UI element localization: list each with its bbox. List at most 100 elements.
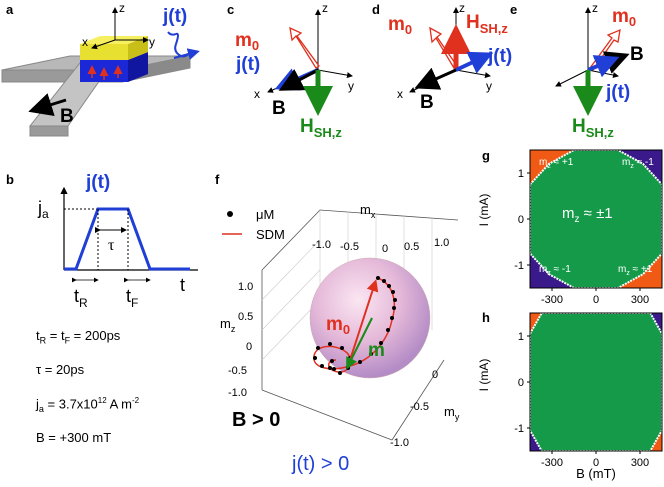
current-arrow [173, 48, 200, 60]
field-condition: B > 0 [232, 409, 280, 431]
axis-y-label: y [486, 79, 492, 93]
x-tick-label: 0 [593, 294, 599, 306]
field-label: B [272, 98, 286, 119]
axis-y [587, 69, 619, 78]
param-field: B = +300 mT [36, 430, 112, 445]
current-label: j(t) [605, 82, 630, 103]
sdm-trajectory [313, 277, 396, 373]
axis-z-label: z [322, 1, 328, 15]
axis-x-label: x [254, 87, 260, 101]
param-ja: ja = 3.7x1012 A m-2 [36, 396, 140, 414]
x-tick-label: 0 [593, 457, 599, 469]
x-tick-label: -300 [541, 457, 563, 469]
current-condition: j(t) > 0 [291, 453, 349, 475]
axis-x [555, 69, 589, 87]
m0-label: m0 [235, 30, 259, 53]
legend-dot-marker [227, 211, 233, 217]
mx-ticks: -1.0 -0.5 0 0.5 1.0 [312, 237, 449, 255]
g-label-center: mz ≈ ±1 [562, 205, 613, 225]
mx-tick: -0.5 [340, 241, 359, 253]
param-tau: τ = 20ps [36, 362, 85, 377]
tF-label: tF [126, 286, 138, 310]
panel-c: c z x y m0 j(t) B HSH,z [227, 1, 354, 140]
y-tick-label: -1 [514, 423, 524, 435]
tau-label: τ [108, 237, 115, 254]
panel-label-d: d [372, 2, 380, 17]
my-tick: -1.0 [390, 437, 409, 449]
stack-blue-side [128, 52, 148, 82]
hsh-label: HSH,z [300, 116, 342, 140]
current-arrow [455, 51, 494, 74]
axis-y [317, 69, 353, 79]
box-frame [261, 389, 393, 441]
time-axis-label: t [180, 275, 185, 295]
pulse-waveform [64, 207, 190, 271]
current-arrow [587, 55, 620, 78]
g-label-bottom-right: mz ≈ +1 [618, 264, 653, 277]
current-label: j(t) [487, 46, 512, 67]
phase-diagram-h: 1 0 -1 -300 0 300 [514, 312, 663, 469]
y-tick-label: -1 [514, 260, 524, 272]
axis-z-label: z [592, 1, 598, 15]
field-arrow [28, 93, 67, 117]
region-center [529, 312, 663, 452]
panel-e: e z m0 B j(t) HSH,z [510, 1, 644, 140]
field-arrow [278, 68, 319, 91]
g-label-top-left: mz ≈ +1 [539, 157, 574, 170]
h-xlabel: B (mT) [576, 466, 616, 481]
my-ticks: 0 -0.5 -1.0 [390, 369, 438, 449]
my-axis-label: my [444, 404, 460, 422]
x-tick-label: 300 [631, 294, 649, 306]
axis-x-label: x [397, 87, 403, 101]
pulse-current-label: j(t) [85, 172, 110, 193]
g-ylabel: I (mA) [477, 194, 491, 227]
mumag-points [313, 276, 397, 375]
y-tick-label: 1 [518, 168, 524, 180]
x-tick-label: -300 [541, 294, 563, 306]
current-label: j(t) [235, 54, 260, 75]
axis-y-label: y [149, 35, 155, 49]
mz-tick: 1.0 [238, 281, 253, 293]
axis-y [455, 69, 491, 79]
axis-y-label: y [348, 79, 354, 93]
axis-x [91, 39, 116, 50]
panel-b: b j(t) τ ja tR tF t [6, 172, 198, 310]
panel-a: a z x y j(t) B [1, 1, 200, 137]
mz-tick: 0 [246, 341, 252, 353]
mz-axis-label: mz [220, 316, 236, 334]
box-frame [391, 359, 445, 441]
h-ylabel: I (mA) [477, 359, 491, 392]
m0-hollow-arrow [289, 26, 320, 69]
panel-label-b: b [6, 172, 14, 187]
panel-label-c: c [227, 2, 234, 17]
y-tick-label: 0 [518, 214, 524, 226]
field-label: B [60, 106, 74, 127]
mz-ticks: 1.0 0.5 0 -0.5 -1.0 [228, 281, 253, 399]
tR-label: tR [74, 286, 88, 310]
y-tick-label: 0 [518, 377, 524, 389]
g-label-top-right: mz ≈ -1 [622, 157, 654, 170]
panel-label-e: e [510, 2, 517, 17]
my-tick: -0.5 [410, 401, 429, 413]
my-tick: 0 [432, 369, 438, 381]
hsh-label: HSH,z [572, 116, 614, 140]
current-label: j(t) [162, 6, 187, 27]
panel-label-g: g [482, 148, 490, 163]
g-label-bottom-left: mz ≈ -1 [539, 264, 571, 277]
mz-tick: -0.5 [228, 365, 247, 377]
y-tick-label: 1 [518, 331, 524, 343]
panel-label-h: h [482, 310, 490, 325]
phase-diagram-g: 1 0 -1 -300 0 300 [514, 149, 663, 306]
hsh-label: HSH,z [466, 12, 508, 36]
param-rise-fall-time: tR = tF = 200ps [36, 328, 121, 346]
m0-label: m0 [326, 314, 350, 337]
current-waveform-icon [167, 31, 192, 58]
axis-z-label: z [119, 1, 125, 15]
panel-g: g 1 0 -1 -300 0 300 I (mA) mz ≈ +1 mz ≈ -1 mz… [477, 148, 663, 306]
axis-x-label: x [82, 35, 88, 49]
mz-tick: -1.0 [228, 387, 247, 399]
m-arrow [346, 317, 373, 370]
m0-label: m0 [388, 14, 412, 37]
x-tick-label: 300 [631, 457, 649, 469]
